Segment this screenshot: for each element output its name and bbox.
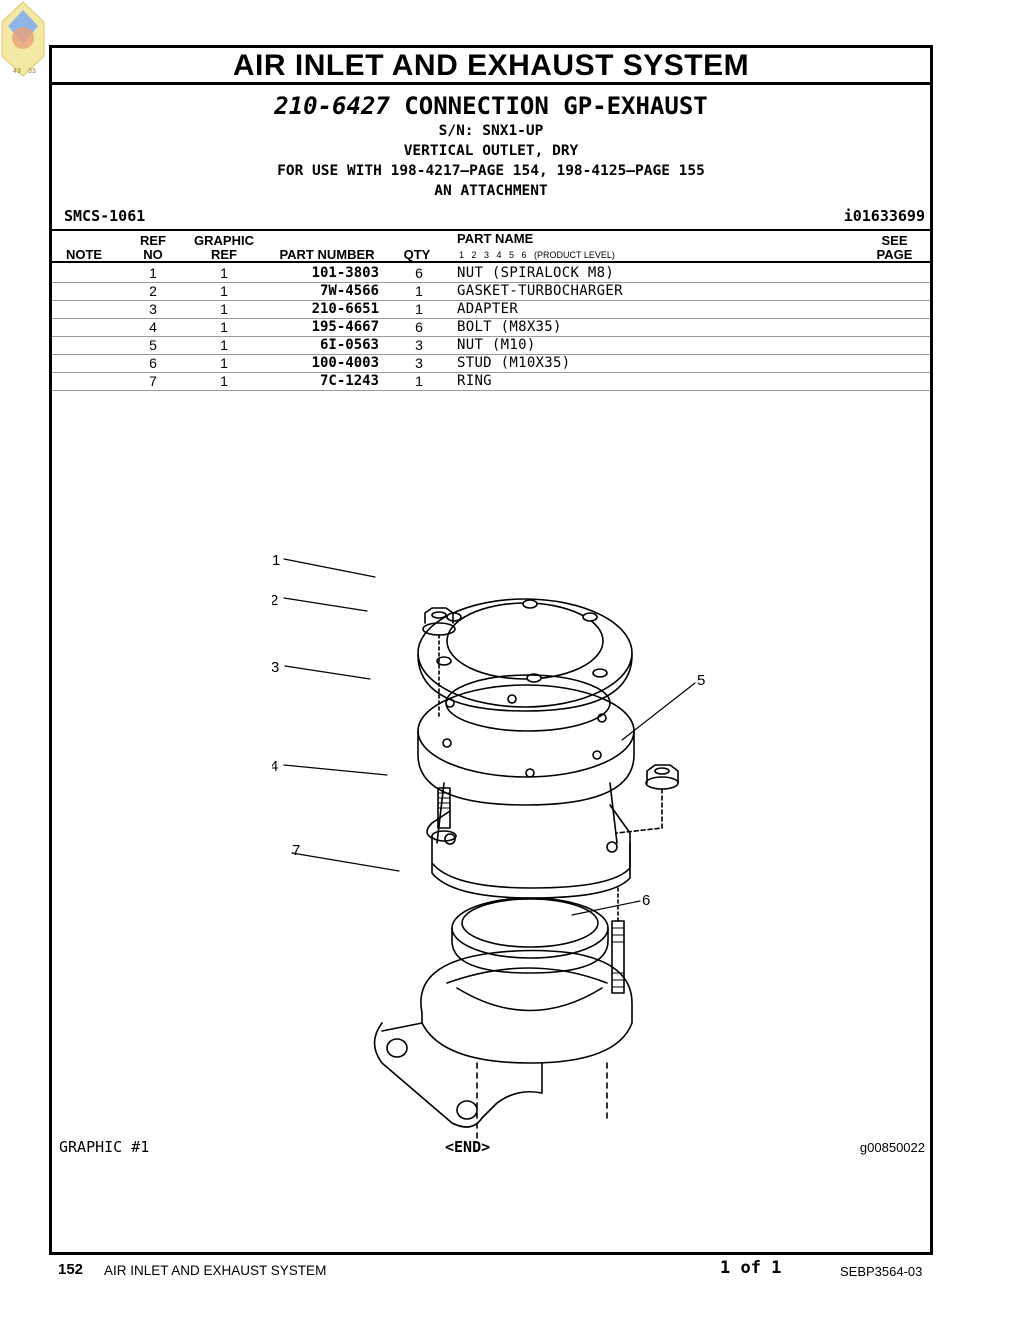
table-row: 3 1 210-6651 1 ADAPTER <box>52 300 930 319</box>
part-name: NUT (M10) <box>457 337 536 353</box>
part-number: 100-4003 <box>311 355 379 371</box>
part-number: 7C-1243 <box>319 373 379 389</box>
graphic-label: GRAPHIC #1 <box>59 1138 150 1156</box>
exploded-view-drawing: 1 2 3 4 5 6 7 <box>272 552 705 1144</box>
table-row: 1 1 101-3803 6 NUT (SPIRALOCK M8) <box>52 264 930 283</box>
part-name: GASKET-TURBOCHARGER <box>457 283 623 299</box>
table-row: 7 1 7C-1243 1 RING <box>52 372 930 391</box>
smcs-code: SMCS-1061 <box>64 207 146 225</box>
footer-section-title: AIR INLET AND EXHAUST SYSTEM <box>104 1263 327 1278</box>
assembly-part-name: CONNECTION GP-EXHAUST <box>404 92 708 120</box>
graphic-ref: 1 <box>220 283 228 299</box>
ref-no: 5 <box>149 337 157 353</box>
publisher-logo-icon: 43 33 <box>1 1 45 77</box>
illustration-id: i01633699 <box>843 207 925 225</box>
callout-4: 4 <box>272 758 278 775</box>
ref-no: 2 <box>149 283 157 299</box>
ref-no: 6 <box>149 355 157 371</box>
ref-no: 4 <box>149 319 157 335</box>
col-graphic-header-top: GRAPHIC <box>194 233 254 248</box>
quantity: 3 <box>415 355 423 371</box>
part-name: ADAPTER <box>457 301 519 317</box>
logo-number-right: 33 <box>28 68 36 75</box>
col-see-page-header-bottom: PAGE <box>876 247 913 262</box>
part-name: NUT (SPIRALOCK M8) <box>457 265 615 281</box>
part-name: STUD (M10X35) <box>457 355 571 371</box>
col-ref-header-bottom: NO <box>143 247 163 262</box>
page-of-count: 1 of 1 <box>720 1258 782 1278</box>
configuration-note: VERTICAL OUTLET, DRY <box>403 143 579 159</box>
graphic-id: g00850022 <box>859 1140 925 1155</box>
bolt-part <box>431 787 457 842</box>
quantity: 6 <box>415 265 423 281</box>
graphic-ref: 1 <box>220 301 228 317</box>
section-title: AIR INLET AND EXHAUST SYSTEM <box>52 48 930 85</box>
quantity: 3 <box>415 337 423 353</box>
callout-7: 7 <box>292 842 300 859</box>
col-note-header: NOTE <box>65 247 103 262</box>
parts-table-top-rule <box>52 229 930 231</box>
table-row: 2 1 7W-4566 1 GASKET-TURBOCHARGER <box>52 282 930 301</box>
serial-range: S/N: SNX1-UP <box>438 123 544 139</box>
gasket-part <box>417 598 633 712</box>
part-header: 210-6427 CONNECTION GP-EXHAUST S/N: SNX1… <box>52 85 930 201</box>
product-level-legend: 1 2 3 4 5 6 (PRODUCT LEVEL) <box>459 250 615 260</box>
callout-5: 5 <box>697 672 705 689</box>
graphic-ref: 1 <box>220 319 228 335</box>
part-name: BOLT (M8X35) <box>457 319 562 335</box>
exhaust-manifold-part <box>373 949 633 1144</box>
table-row: 5 1 6I-0563 3 NUT (M10) <box>52 336 930 355</box>
nut-m10-part <box>616 764 679 834</box>
quantity: 1 <box>415 373 423 389</box>
usage-note: FOR USE WITH 198-4217—PAGE 154, 198-4125… <box>277 163 705 179</box>
col-part-name-header: PART NAME <box>457 231 534 246</box>
quantity: 6 <box>415 319 423 335</box>
part-number: 101-3803 <box>311 265 379 281</box>
quantity: 1 <box>415 283 423 299</box>
ref-no: 7 <box>149 373 157 389</box>
document-id: SEBP3564-03 <box>840 1264 923 1279</box>
part-number: 195-4667 <box>311 319 379 335</box>
part-number: 7W-4566 <box>319 283 379 299</box>
parts-table-header-rule <box>52 261 930 263</box>
callout-1: 1 <box>272 552 280 569</box>
col-part-number-header: PART NUMBER <box>279 247 375 262</box>
assembly-title: 210-6427 CONNECTION GP-EXHAUST <box>52 91 930 121</box>
graphic-ref: 1 <box>220 265 228 281</box>
callout-6: 6 <box>642 892 650 909</box>
page-frame: AIR INLET AND EXHAUST SYSTEM 210-6427 CO… <box>49 45 933 1255</box>
page-number: 152 <box>58 1261 84 1278</box>
col-qty-header: QTY <box>403 247 431 262</box>
part-name: RING <box>457 373 492 389</box>
col-see-page-header-top: SEE <box>881 233 908 248</box>
adapter-part <box>417 674 635 899</box>
table-row: 4 1 195-4667 6 BOLT (M8X35) <box>52 318 930 337</box>
graphic-ref: 1 <box>220 373 228 389</box>
quantity: 1 <box>415 301 423 317</box>
end-marker: <END> <box>445 1138 491 1156</box>
stud-part <box>611 887 625 994</box>
col-ref-header-top: REF <box>140 233 166 248</box>
ring-part <box>451 897 609 974</box>
col-graphic-header-bottom: REF <box>211 247 237 262</box>
callout-2: 2 <box>272 592 278 609</box>
logo-number-left: 43 <box>13 68 21 75</box>
assembly-part-number: 210-6427 <box>274 92 390 120</box>
table-row: 6 1 100-4003 3 STUD (M10X35) <box>52 354 930 373</box>
graphic-ref: 1 <box>220 355 228 371</box>
part-number: 210-6651 <box>311 301 379 317</box>
ref-no: 1 <box>149 265 157 281</box>
attachment-note: AN ATTACHMENT <box>434 183 548 199</box>
part-number: 6I-0563 <box>319 337 379 353</box>
ref-no: 3 <box>149 301 157 317</box>
graphic-ref: 1 <box>220 337 228 353</box>
callout-3: 3 <box>272 659 279 676</box>
